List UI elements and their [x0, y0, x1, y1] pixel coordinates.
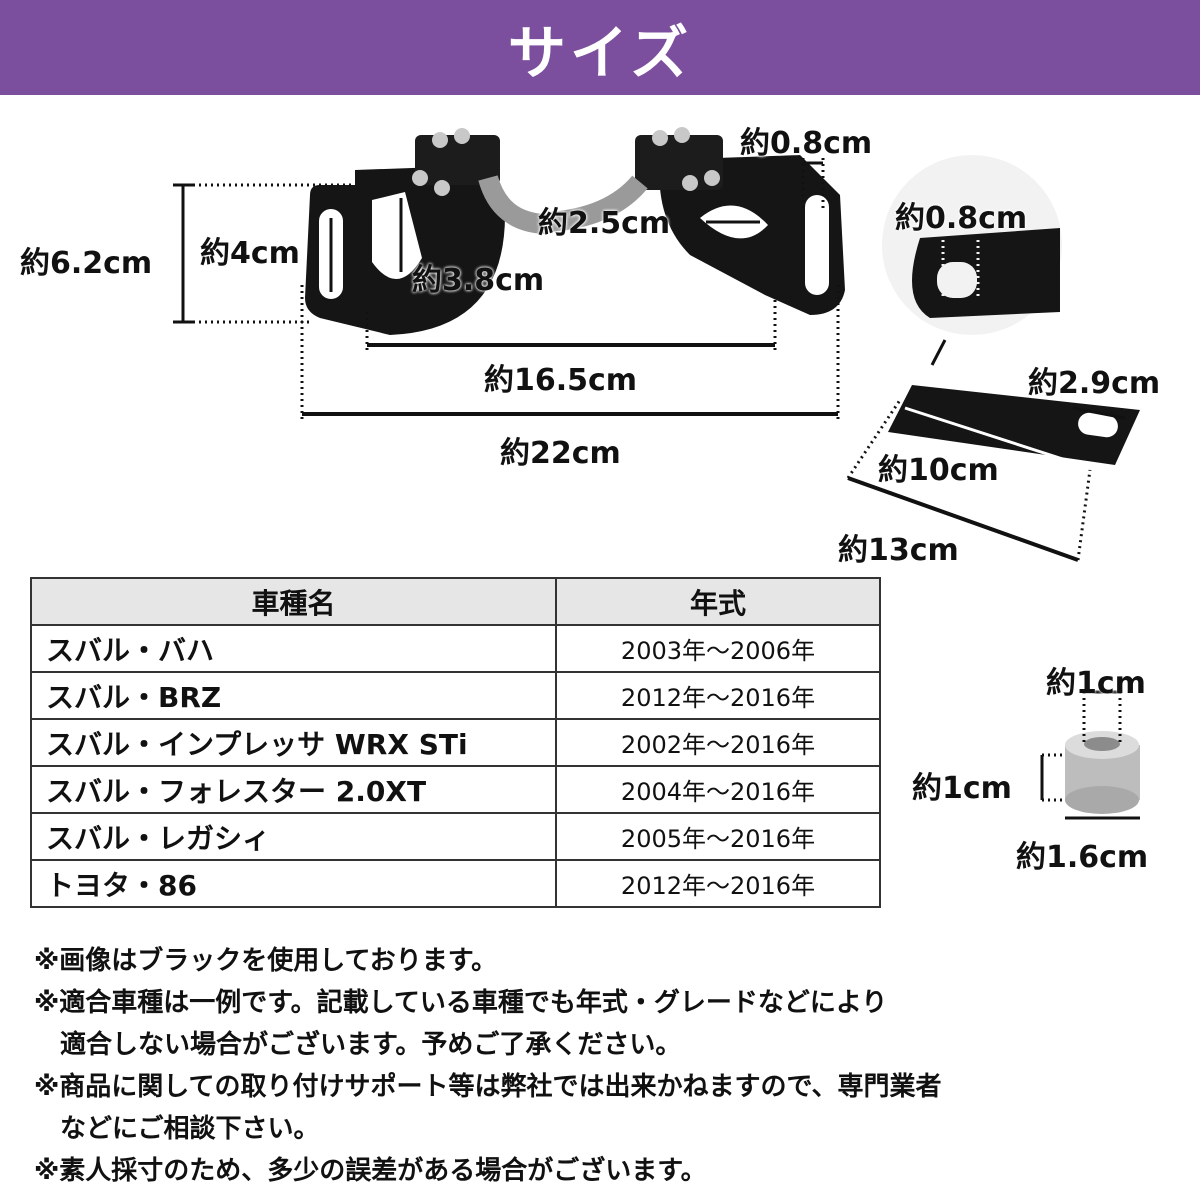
label-hole-span: 約16.5cm	[484, 363, 638, 398]
spacer-diagram	[1040, 690, 1140, 820]
dimension-lines	[173, 158, 840, 422]
note-text: ※適合車種は一例です。記載している車種でも年式・グレードなどにより	[34, 988, 888, 1018]
left-bracket	[305, 128, 546, 335]
right-bracket	[547, 127, 845, 315]
year-cell: 2002年～2016年	[555, 718, 881, 767]
note-item: ※素人採寸のため、多少の誤差がある場合がございます。	[34, 1150, 1184, 1192]
table-row: スバル・インプレッサ WRX STi 2002年～2016年	[30, 718, 881, 767]
label-plate-slot-width: 約2.9cm	[1028, 366, 1161, 401]
note-item: ※画像はブラックを使用しております。	[34, 940, 1184, 982]
label-spacer-outer: 約1.6cm	[1016, 840, 1149, 875]
note-text: ※画像はブラックを使用しております。	[34, 946, 498, 976]
label-slot-length: 約4cm	[200, 236, 300, 271]
note-text: ※素人採寸のため、多少の誤差がある場合がございます。	[34, 1156, 707, 1186]
note-text: ※商品に関しての取り付けサポート等は弊社では出来かねますので、専門業者	[34, 1072, 942, 1102]
table-row: トヨタ・86 2012年～2016年	[30, 859, 881, 908]
notes: ※画像はブラックを使用しております。 ※適合車種は一例です。記載している車種でも…	[34, 940, 1184, 1192]
label-total-width: 約22cm	[500, 436, 621, 471]
compatibility-table: 車種名 年式 スバル・バハ 2003年～2006年 スバル・BRZ 2012年～…	[30, 577, 881, 908]
model-cell: スバル・レガシィ	[30, 812, 557, 861]
label-plate-thickness: 約0.8cm	[895, 201, 1028, 236]
year-cell: 2004年～2016年	[555, 765, 881, 814]
spacer-icon	[1065, 731, 1140, 814]
year-cell: 2012年～2016年	[555, 671, 881, 720]
note-text-continued: などにご相談下さい。	[60, 1114, 320, 1144]
model-cell: スバル・フォレスター 2.0XT	[30, 765, 557, 814]
label-hole-length: 約3.8cm	[412, 263, 545, 298]
plate	[846, 339, 1140, 562]
model-cell: スバル・インプレッサ WRX STi	[30, 718, 557, 767]
year-cell: 2005年～2016年	[555, 812, 881, 861]
year-cell: 2012年～2016年	[555, 859, 881, 908]
table-row: スバル・BRZ 2012年～2016年	[30, 671, 881, 720]
table-row: スバル・バハ 2003年～2006年	[30, 624, 881, 673]
label-tube-width: 約2.5cm	[538, 206, 671, 241]
label-thickness: 約0.8cm	[740, 126, 873, 161]
label-spacer-inner: 約1cm	[1046, 666, 1146, 701]
table-row: スバル・フォレスター 2.0XT 2004年～2016年	[30, 765, 881, 814]
model-cell: トヨタ・86	[30, 859, 557, 908]
product-diagram	[173, 127, 1140, 562]
year-cell: 2003年～2006年	[555, 624, 881, 673]
label-plate-length: 約13cm	[838, 533, 959, 568]
note-text-continued: 適合しない場合がございます。予めご了承ください。	[60, 1030, 682, 1060]
note-item: ※商品に関しての取り付けサポート等は弊社では出来かねますので、専門業者などにご相…	[34, 1066, 1184, 1150]
label-spacer-height: 約1cm	[912, 771, 1012, 806]
label-plate-slot-length: 約10cm	[878, 453, 999, 488]
table-row: スバル・レガシィ 2005年～2016年	[30, 812, 881, 861]
note-item: ※適合車種は一例です。記載している車種でも年式・グレードなどにより適合しない場合…	[34, 982, 1184, 1066]
header-model: 車種名	[30, 577, 557, 626]
header-year: 年式	[555, 577, 881, 626]
page-title: サイズ	[507, 18, 693, 87]
model-cell: スバル・BRZ	[30, 671, 557, 720]
label-total-height: 約6.2cm	[20, 246, 153, 281]
model-cell: スバル・バハ	[30, 624, 557, 673]
header-banner: サイズ	[0, 0, 1200, 95]
table-header-row: 車種名 年式	[30, 577, 881, 626]
zoom-detail	[882, 155, 1062, 335]
